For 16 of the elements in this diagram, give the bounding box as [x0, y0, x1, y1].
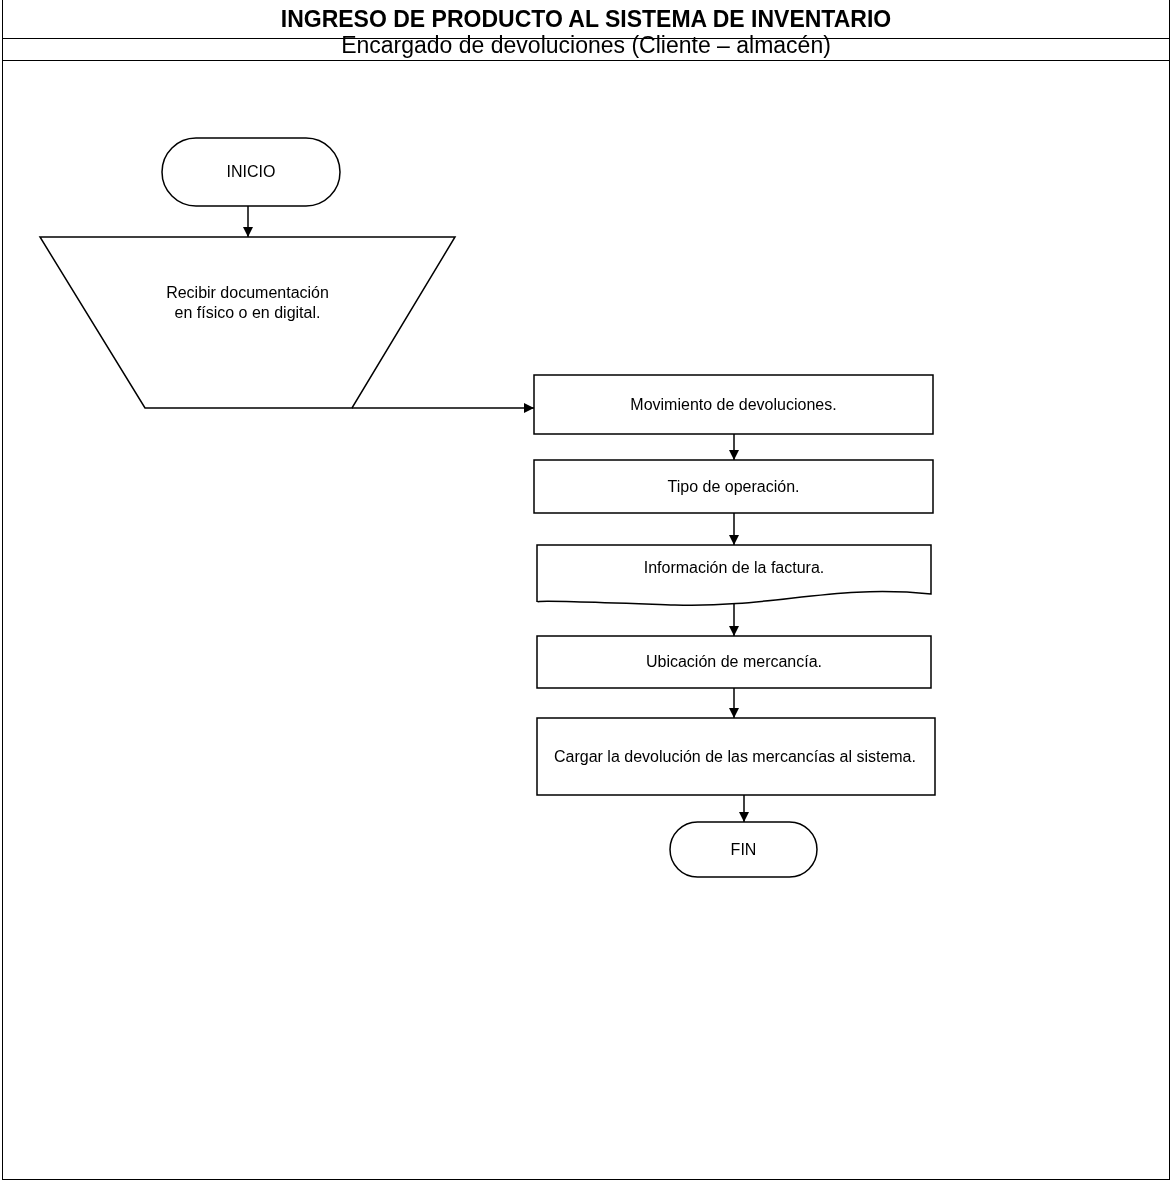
step-text: INICIO — [225, 162, 277, 182]
step-text: Recibir documentación en físico o en digital. — [165, 283, 330, 322]
diagram-title: INGRESO DE PRODUCTO AL SISTEMA DE INVENTARIO — [280, 6, 892, 33]
arrow — [729, 512, 739, 546]
subtitle: Encargado de devoluciones (Cliente – almacén) — [341, 32, 831, 59]
step-text: Ubicación de mercancía. — [644, 652, 824, 672]
arrow — [351, 403, 535, 413]
arrow — [729, 433, 739, 461]
step-text: Tipo de operación. — [666, 476, 801, 497]
step-text: Información de la factura. — [642, 557, 826, 578]
arrow — [729, 687, 739, 719]
arrow — [243, 205, 253, 238]
step-text: Cargar la devolución de las mercancías al sistema. — [554, 746, 917, 767]
arrow — [739, 794, 749, 823]
step-text: Movimiento de devoluciones. — [629, 394, 838, 415]
step-text: FIN — [729, 839, 758, 860]
